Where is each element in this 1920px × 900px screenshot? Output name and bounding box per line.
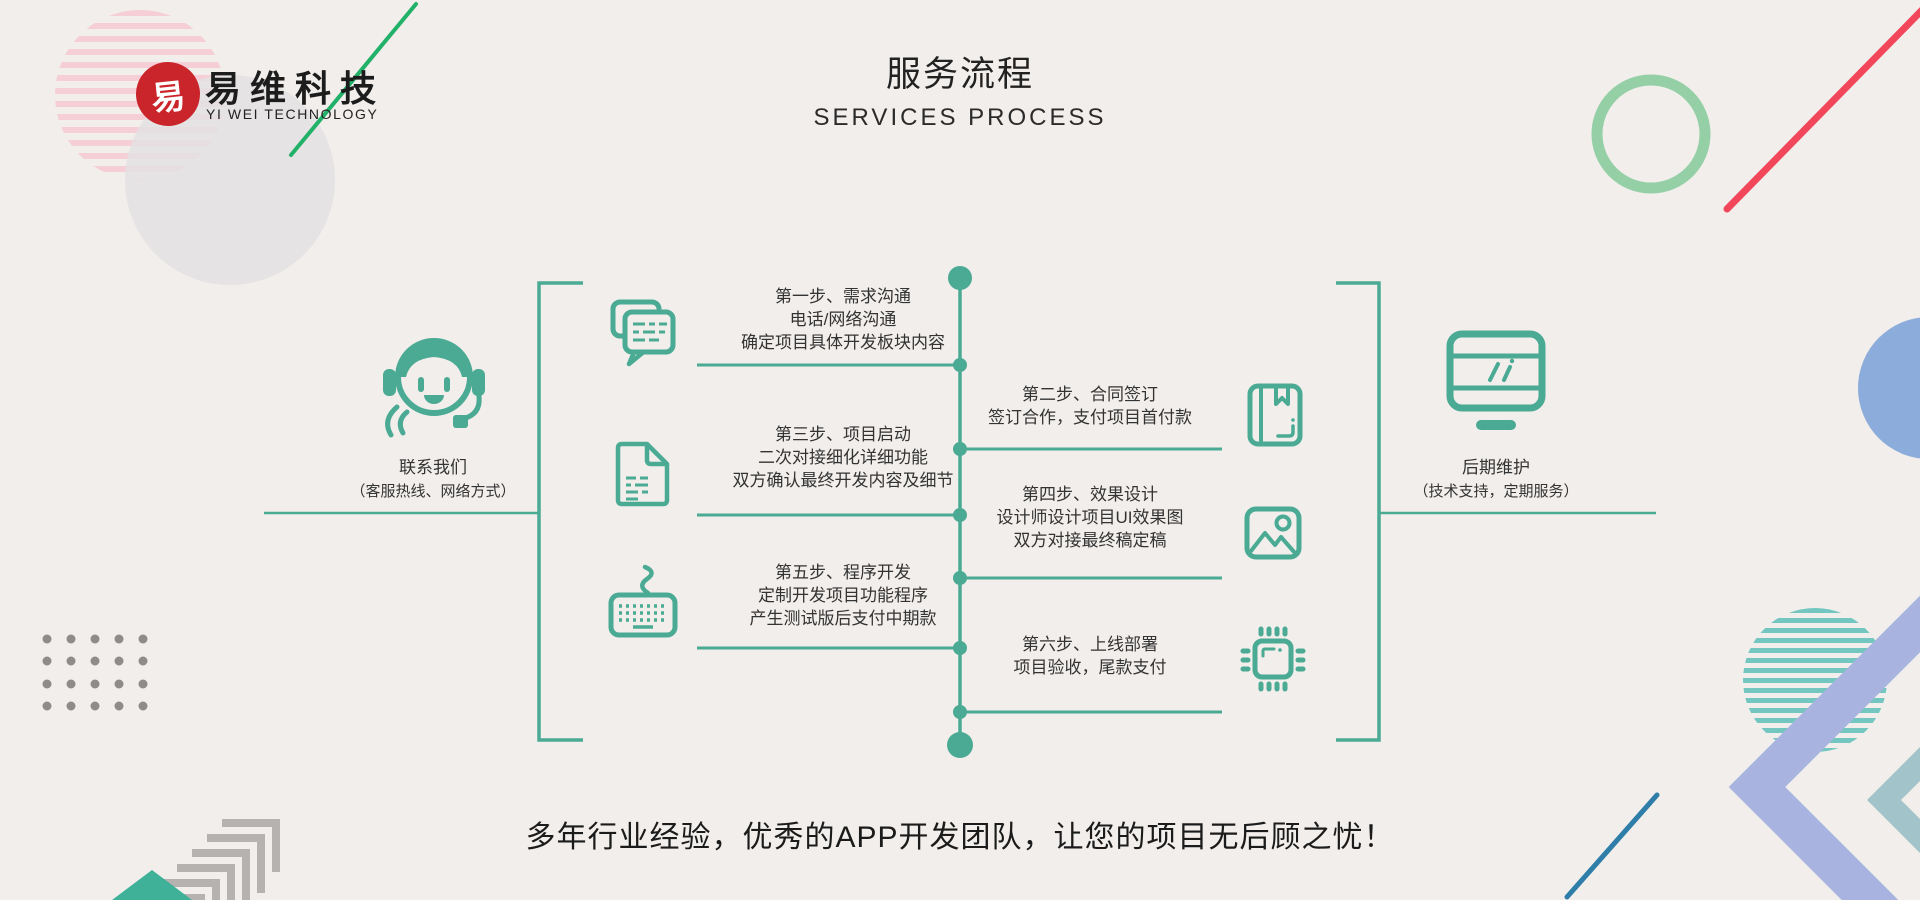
left-node-title: 联系我们 xyxy=(399,458,467,477)
document-icon xyxy=(615,441,670,507)
brand-logo-char: 易 xyxy=(149,76,188,119)
step-2: 第二步、合同签订 签订合作，支付项目首付款 xyxy=(920,383,1260,429)
right-bracket xyxy=(1336,281,1381,742)
right-node: 后期维护 （技术支持，定期服务） xyxy=(1346,456,1646,504)
decor-striped-circle-teal xyxy=(1743,608,1887,752)
step-6-line: 项目验收，尾款支付 xyxy=(1013,658,1167,677)
decor-red-line xyxy=(1723,7,1920,213)
right-node-subtitle: （技术支持，定期服务） xyxy=(1413,483,1579,500)
step-3-line: 二次对接细化详细功能 xyxy=(758,448,928,467)
brand-name-en: YI WEI TECHNOLOGY xyxy=(206,106,379,122)
step-1: 第一步、需求沟通 电话/网络沟通 确定项目具体开发板块内容 xyxy=(673,285,1013,354)
decor-chevron-small xyxy=(1867,747,1920,853)
page-subtitle: SERVICES PROCESS xyxy=(813,104,1107,131)
decor-blue-circle xyxy=(1858,317,1920,459)
step-5-line: 定制开发项目功能程序 xyxy=(758,586,928,605)
decor-green-circle xyxy=(1591,74,1711,194)
decor-nested-corners xyxy=(147,819,280,900)
step-3: 第三步、项目启动 二次对接细化详细功能 双方确认最终开发内容及细节 xyxy=(673,423,1013,492)
step-5-line: 产生测试版后支付中期款 xyxy=(749,609,937,628)
step-1-line: 确定项目具体开发板块内容 xyxy=(741,333,945,352)
step-6: 第六步、上线部署 项目验收，尾款支付 xyxy=(920,633,1260,679)
step-4-line: 设计师设计项目UI效果图 xyxy=(996,508,1184,527)
step-1-line: 电话/网络沟通 xyxy=(789,310,897,329)
brand-name: 易维科技 xyxy=(205,68,386,109)
step-5-line: 第五步、程序开发 xyxy=(775,563,911,582)
step-4-line: 双方对接最终稿定稿 xyxy=(1013,531,1167,550)
step-2-line: 签订合作，支付项目首付款 xyxy=(988,408,1192,427)
decor-dots-grid xyxy=(42,634,148,711)
monitor-icon xyxy=(1446,330,1546,430)
right-node-title: 后期维护 xyxy=(1462,458,1530,477)
step-2-line: 第二步、合同签订 xyxy=(1022,385,1158,404)
footer-tagline: 多年行业经验，优秀的APP开发团队，让您的项目无后顾之忧！ xyxy=(525,821,1395,854)
chat-bubbles-icon xyxy=(610,299,676,367)
step-3-line: 第三步、项目启动 xyxy=(775,425,911,444)
step-6-line: 第六步、上线部署 xyxy=(1022,635,1158,654)
step-1-line: 第一步、需求沟通 xyxy=(775,287,911,306)
left-bracket xyxy=(537,281,583,742)
decor-blue-diagonal-line xyxy=(1564,792,1660,900)
left-node-subtitle: （客服热线、网络方式） xyxy=(350,483,516,500)
step-3-line: 双方确认最终开发内容及细节 xyxy=(732,471,954,490)
step-5: 第五步、程序开发 定制开发项目功能程序 产生测试版后支付中期款 xyxy=(673,561,1013,630)
left-node: 联系我们 （客服热线、网络方式） xyxy=(283,456,583,504)
keyboard-icon xyxy=(608,564,678,638)
step-4-line: 第四步、效果设计 xyxy=(1022,485,1158,504)
decor-teal-triangle xyxy=(112,870,192,900)
customer-service-icon xyxy=(383,338,485,438)
step-4: 第四步、效果设计 设计师设计项目UI效果图 双方对接最终稿定稿 xyxy=(920,483,1260,552)
page-title: 服务流程 xyxy=(885,55,1034,94)
